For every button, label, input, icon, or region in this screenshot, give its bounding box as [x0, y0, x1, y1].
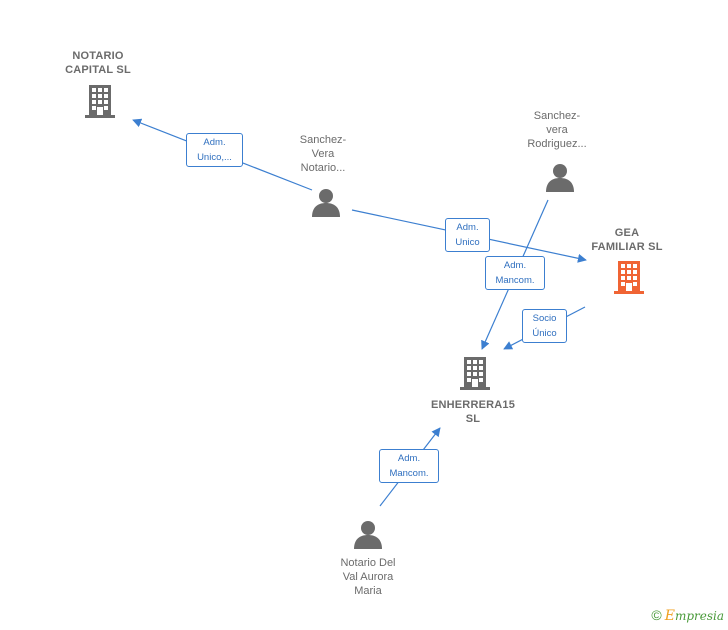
edge-label-adm-mancom-del-val[interactable]: Adm. Mancom.	[379, 449, 439, 483]
building-icon[interactable]	[85, 85, 115, 118]
person-icon[interactable]	[312, 189, 340, 217]
edge-label-adm-mancom-rodriguez[interactable]: Adm. Mancom.	[485, 256, 545, 290]
edge-label-adm-unico-gea[interactable]: Adm. Unico	[445, 218, 490, 252]
building-icon[interactable]	[460, 357, 490, 390]
node-notario-capital-label[interactable]: NOTARIO CAPITAL SL	[65, 50, 131, 76]
node-enherrera15-label[interactable]: ENHERRERA15 SL	[430, 399, 516, 425]
brand-footer: ©Empresia	[651, 607, 724, 624]
edge-label-socio-unico[interactable]: Socio Único	[522, 309, 567, 343]
edge-label-adm-unico-notario-capital[interactable]: Adm. Unico,...	[186, 133, 243, 167]
node-gea-familiar-label[interactable]: GEA FAMILIAR SL	[591, 227, 663, 253]
person-icon[interactable]	[546, 164, 574, 192]
person-icon[interactable]	[354, 521, 382, 549]
node-notario-del-val-label[interactable]: Notario Del Val Aurora Maria	[340, 557, 396, 597]
brand-logo-initial: E	[664, 608, 675, 624]
node-sanchez-vera-rodriguez-label[interactable]: Sanchez- vera Rodriguez...	[527, 110, 587, 150]
building-icon[interactable]	[614, 261, 644, 294]
node-sanchez-vera-notario-label[interactable]: Sanchez- Vera Notario...	[299, 134, 347, 174]
copyright-symbol: ©	[651, 607, 662, 623]
brand-logo-text: mpresia	[674, 609, 724, 623]
